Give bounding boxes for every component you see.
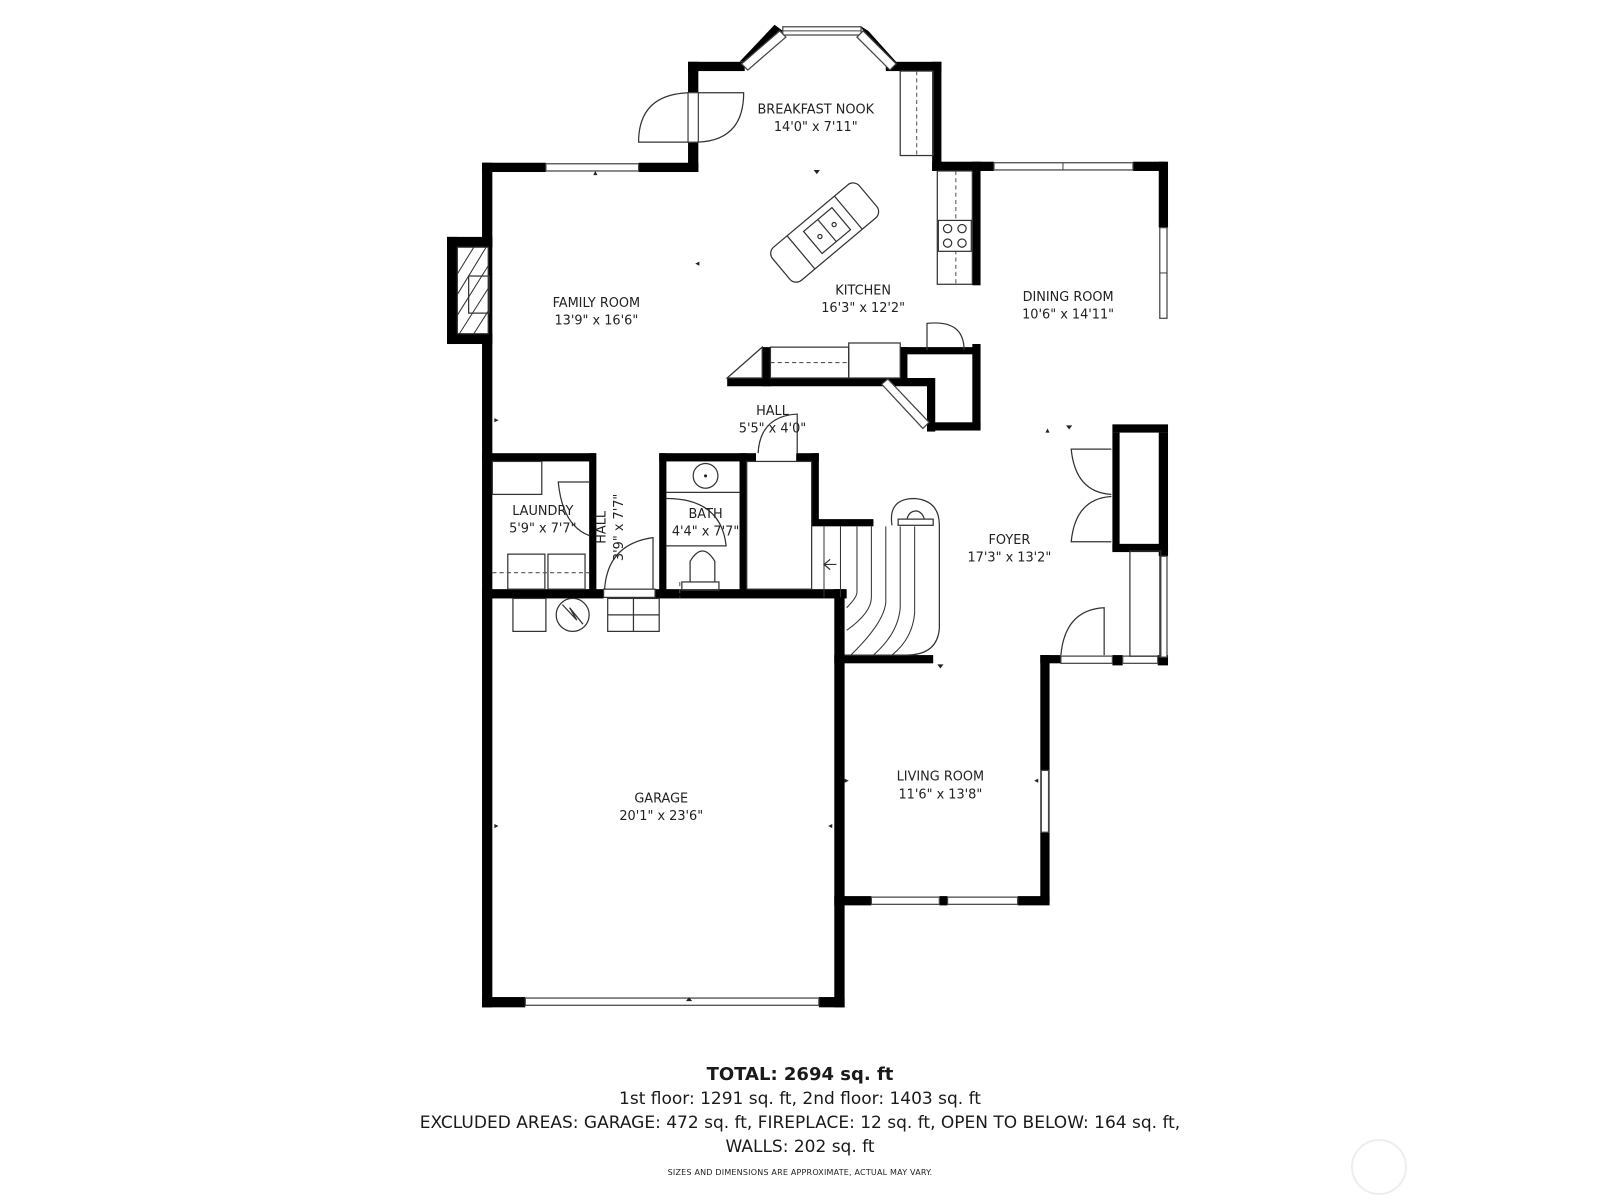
room-name: BATH xyxy=(688,507,722,522)
room-label-breakfast-nook: BREAKFAST NOOK 14'0" x 7'11" xyxy=(757,102,874,135)
disclaimer: SIZES AND DIMENSIONS ARE APPROXIMATE, AC… xyxy=(667,1168,933,1177)
room-label-bath: BATH 4'4" x 7'7" xyxy=(672,507,739,540)
total-area: TOTAL: 2694 sq. ft xyxy=(706,1064,894,1085)
room-name: GARAGE xyxy=(634,791,688,806)
garage-steps-icon xyxy=(602,588,660,633)
room-name: HALL xyxy=(756,404,790,419)
room-label-living-room: LIVING ROOM 11'6" x 13'8" xyxy=(897,770,985,803)
sink-icon xyxy=(666,462,740,493)
doors xyxy=(557,92,1162,657)
room-dims: 5'5" x 4'0" xyxy=(739,422,806,437)
room-dims: 16'3" x 12'2" xyxy=(821,301,905,316)
room-name: BREAKFAST NOOK xyxy=(757,102,874,117)
room-label-hall-2: HALL 3'9" x 7'7" xyxy=(595,494,628,561)
fireplace-icon xyxy=(456,246,490,335)
kitchen-counter xyxy=(725,342,901,379)
measurement-markers xyxy=(494,169,1073,1002)
room-name: FAMILY ROOM xyxy=(553,296,641,311)
cooktop-icon xyxy=(936,170,973,285)
room-name: HALL xyxy=(595,510,610,544)
toilet-icon xyxy=(679,550,720,598)
room-dims: 17'3" x 13'2" xyxy=(968,550,1052,565)
room-dims: 13'9" x 16'6" xyxy=(554,313,638,328)
room-dims: 20'1" x 23'6" xyxy=(619,809,703,824)
room-label-kitchen: KITCHEN 16'3" x 12'2" xyxy=(821,284,905,317)
room-label-dining-room: DINING ROOM 10'6" x 14'11" xyxy=(1022,290,1114,323)
room-name: LIVING ROOM xyxy=(897,770,985,785)
storage-box xyxy=(512,597,547,633)
room-label-family-room: FAMILY ROOM 13'9" x 16'6" xyxy=(553,296,641,329)
room-dims: 10'6" x 14'11" xyxy=(1022,307,1114,322)
room-dims: 3'9" x 7'7" xyxy=(612,494,627,561)
room-label-foyer: FOYER 17'3" x 13'2" xyxy=(968,533,1052,566)
room-name: FOYER xyxy=(989,533,1031,548)
watermark-logo-icon xyxy=(1351,1139,1407,1195)
kitchen-island-sink-icon xyxy=(770,182,880,283)
water-heater-icon xyxy=(555,597,590,633)
room-dims: 5'9" x 7'7" xyxy=(509,522,576,537)
built-in-counter xyxy=(899,70,934,157)
room-label-garage: GARAGE 20'1" x 23'6" xyxy=(619,791,703,824)
bay-wall xyxy=(739,24,783,62)
room-name: DINING ROOM xyxy=(1023,290,1114,305)
room-labels: BREAKFAST NOOK 14'0" x 7'11" FAMILY ROOM… xyxy=(509,102,1114,824)
washer-dryer-icon xyxy=(491,460,590,590)
room-name: KITCHEN xyxy=(835,284,891,299)
area-summary: TOTAL: 2694 sq. ft 1st floor: 1291 sq. f… xyxy=(0,1063,1600,1159)
excluded-areas: EXCLUDED AREAS: GARAGE: 472 sq. ft, FIRE… xyxy=(419,1113,1181,1133)
walls-area: WALLS: 202 sq. ft xyxy=(725,1137,875,1157)
windows xyxy=(524,26,1168,1006)
closet xyxy=(746,460,813,590)
room-label-laundry: LAUNDRY 5'9" x 7'7" xyxy=(509,504,576,537)
room-label-hall: HALL 5'5" x 4'0" xyxy=(739,404,806,437)
room-dims: 4'4" x 7'7" xyxy=(672,525,739,540)
room-name: LAUNDRY xyxy=(512,504,573,519)
floor-areas: 1st floor: 1291 sq. ft, 2nd floor: 1403 … xyxy=(619,1089,981,1109)
staircase-icon xyxy=(823,497,940,656)
room-dims: 14'0" x 7'11" xyxy=(774,120,858,135)
room-dims: 11'6" x 13'8" xyxy=(898,787,982,802)
